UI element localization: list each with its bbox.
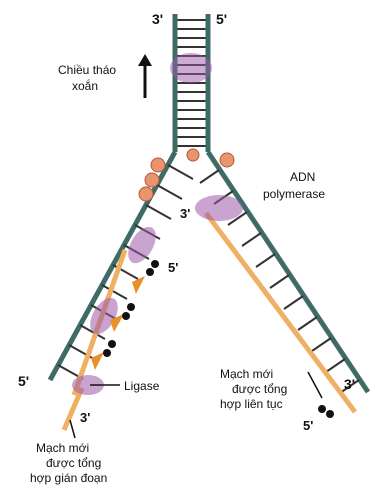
lagging-label-pointer	[70, 420, 75, 438]
leading-new-label-line1: Mạch mới	[220, 367, 273, 381]
top-right-end-label: 5'	[216, 11, 227, 27]
leading-label-pointer	[308, 372, 322, 398]
lagging-fragment-end-label: 5'	[168, 260, 178, 275]
enzyme-label-line1: ADN	[290, 170, 315, 184]
lagging-new-label-line2: được tổng	[46, 456, 101, 470]
unwind-direction-label-line1: Chiều tháo	[58, 63, 116, 77]
enzyme-label-line2: polymerase	[263, 187, 325, 201]
parental-double-helix	[170, 14, 212, 152]
unwind-direction-arrow	[138, 54, 152, 98]
leading-start-end-label: 3'	[180, 206, 190, 221]
right-template-end-label: 3'	[344, 376, 355, 392]
top-left-end-label: 3'	[152, 11, 163, 27]
helix-rungs	[177, 20, 206, 146]
leading-bottom-end-label: 5'	[303, 418, 313, 433]
helix-binding-protein	[170, 53, 212, 83]
unwind-direction-label-line2: xoắn	[72, 78, 98, 93]
ligase-label: Ligase	[124, 379, 160, 393]
lagging-new-label-line3: hợp gián đoạn	[30, 471, 107, 485]
lagging-new-label-line1: Mạch mới	[36, 441, 89, 455]
leading-end-dots	[318, 405, 334, 418]
lagging-new-end-label: 3'	[80, 410, 90, 425]
leading-new-label-line2: được tổng	[232, 382, 287, 396]
leading-new-label-line3: hợp liên tục	[220, 397, 283, 411]
dna-polymerase	[195, 195, 243, 221]
left-template-end-label: 5'	[18, 373, 29, 389]
lagging-template-strand	[50, 152, 193, 430]
